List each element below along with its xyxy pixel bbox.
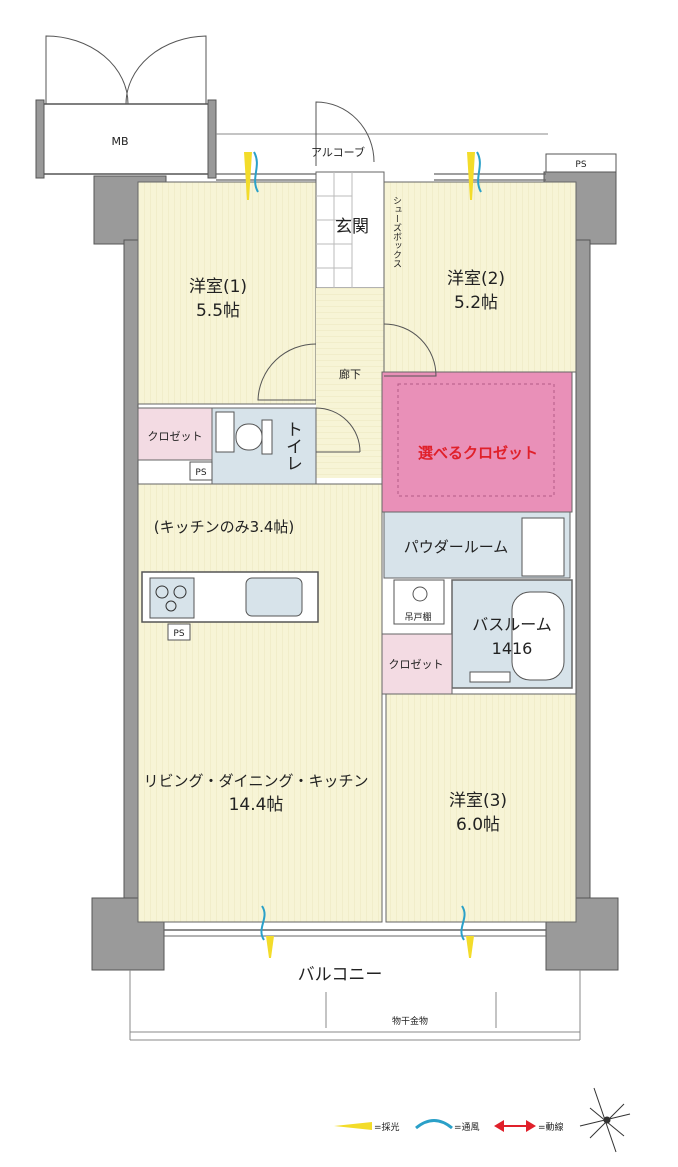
compass-icon xyxy=(579,1087,631,1153)
mb-area: MB xyxy=(35,35,217,179)
wind-marker-icon xyxy=(415,1119,453,1130)
ps-toilet-label: PS xyxy=(195,468,206,478)
laundry-pole-label: 物干金物 xyxy=(392,1015,428,1027)
light-marker-icon xyxy=(334,1122,372,1130)
legend-flow: =動線 xyxy=(538,1121,564,1133)
western1-size: 5.5帖 xyxy=(196,301,240,321)
room-western1 xyxy=(137,181,317,405)
powder-room-area xyxy=(383,511,571,625)
wind-marker-icon xyxy=(253,151,482,941)
ldk-name: リビング・ダイニング・キッチン xyxy=(143,772,368,790)
room-ldk xyxy=(137,483,383,923)
toilet-label: トイレ xyxy=(282,421,302,472)
closet-left xyxy=(137,407,213,461)
balcony-area xyxy=(129,929,581,1041)
mb-label: MB xyxy=(111,135,128,148)
powder-room-label: パウダールーム xyxy=(404,538,509,556)
door-swings xyxy=(257,323,437,453)
bathroom-name: バスルーム xyxy=(472,615,552,634)
closet-right-label: クロゼット xyxy=(389,658,444,671)
western1-name: 洋室(1) xyxy=(189,277,247,297)
western2-name: 洋室(2) xyxy=(447,269,505,289)
select-closet-area xyxy=(381,371,573,513)
legend-light: =採光 xyxy=(374,1121,400,1133)
ldk-size: 14.4帖 xyxy=(229,795,284,815)
ps-kitchen-label: PS xyxy=(173,629,184,639)
western3-size: 6.0帖 xyxy=(456,815,500,835)
flow-arrow-icon xyxy=(494,1120,536,1132)
select-closet-label: 選べるクロゼット xyxy=(418,444,538,462)
closet-left-label: クロゼット xyxy=(148,430,203,443)
toilet-area xyxy=(211,407,317,485)
alcove-label: アルコーブ xyxy=(311,145,365,159)
shoe-box-label: シューズボックス xyxy=(391,196,402,268)
kitchen-only-label: (キッチンのみ3.4帖) xyxy=(154,518,295,536)
balcony-label: バルコニー xyxy=(298,965,383,985)
room-western2 xyxy=(383,181,577,373)
bathroom-area xyxy=(451,579,573,689)
kitchen-counter xyxy=(141,571,319,641)
bathroom-size: 1416 xyxy=(492,639,533,658)
closet-right xyxy=(381,633,453,695)
hallway-area xyxy=(316,288,384,478)
room-western3 xyxy=(385,693,577,923)
entrance-label: 玄関 xyxy=(335,217,369,237)
western3-name: 洋室(3) xyxy=(449,791,507,811)
light-marker-icon xyxy=(244,152,475,958)
legend-wind: =通風 xyxy=(454,1122,480,1133)
ps-top-label: PS xyxy=(575,160,586,170)
hallway-label: 廊下 xyxy=(339,367,361,381)
western2-size: 5.2帖 xyxy=(454,293,498,313)
legend: =採光 =通風 =動線 xyxy=(334,1119,564,1133)
hanging-shelf-label: 吊戸棚 xyxy=(404,611,431,623)
windows-top xyxy=(216,173,546,181)
